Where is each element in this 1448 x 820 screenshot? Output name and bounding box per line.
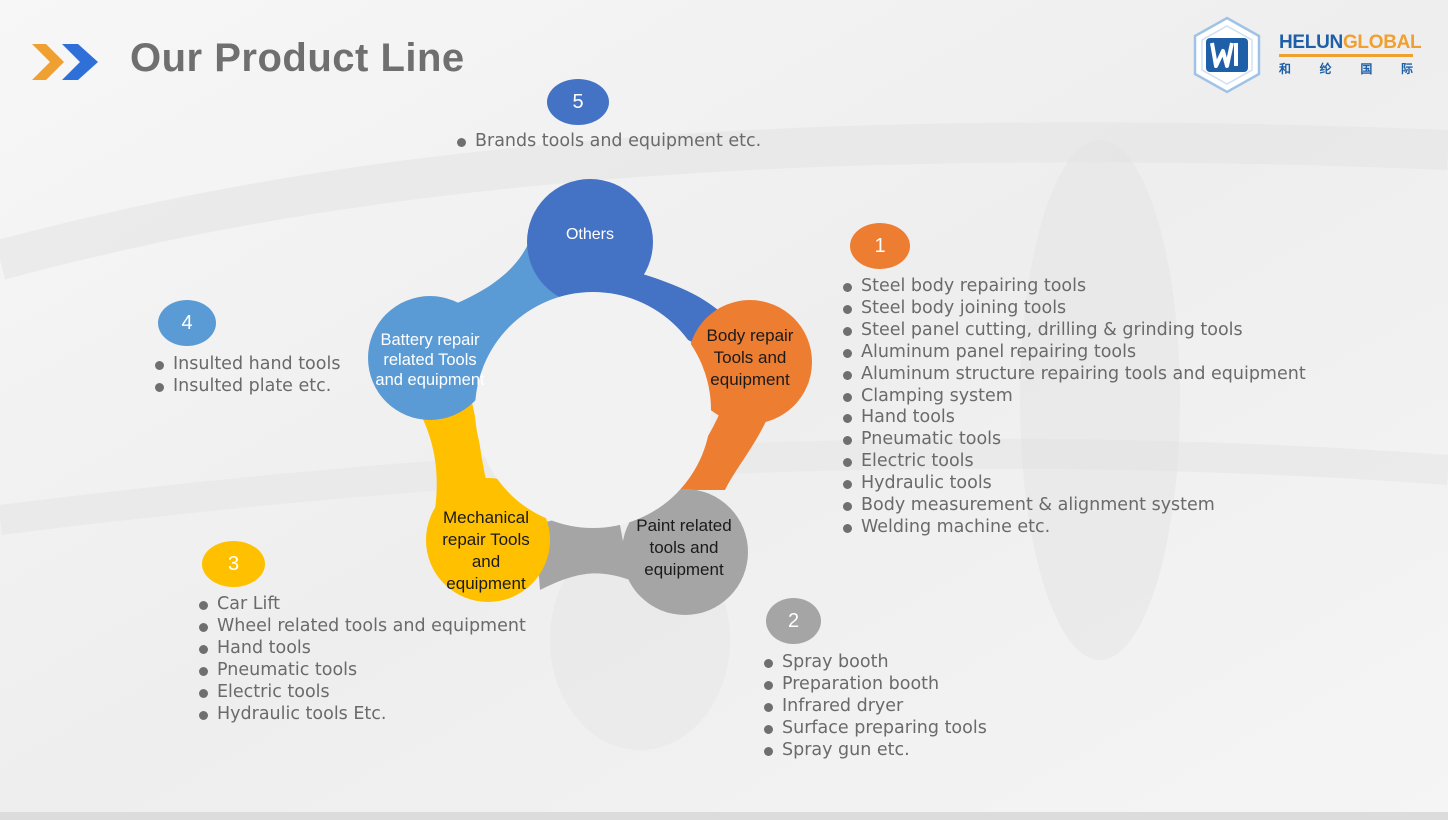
list-item: Hydraulic tools <box>841 473 1306 495</box>
list-item: Insulted hand tools <box>153 354 340 376</box>
brand-char: 国 <box>1360 62 1373 76</box>
list-item: Car Lift <box>197 594 526 616</box>
brand-logo: HELUNGLOBAL 和 纶 国 际 <box>1192 16 1422 96</box>
list-item: Preparation booth <box>762 674 987 696</box>
list-item: Hand tools <box>841 407 1306 429</box>
list-item: Wheel related tools and equipment <box>197 616 526 638</box>
brand-name-part1: HELUN <box>1279 32 1343 53</box>
list-item: Brands tools and equipment etc. <box>455 131 761 153</box>
list-item: Surface preparing tools <box>762 718 987 740</box>
list-item: Steel panel cutting, drilling & grinding… <box>841 320 1306 342</box>
diagram-center-hole <box>475 292 711 528</box>
list-paint: Spray booth Preparation booth Infrared d… <box>762 652 987 762</box>
list-item: Hand tools <box>197 638 526 660</box>
list-item: Aluminum panel repairing tools <box>841 342 1306 364</box>
list-mechanical: Car Lift Wheel related tools and equipme… <box>197 594 526 725</box>
list-others: Brands tools and equipment etc. <box>455 131 761 153</box>
list-item: Electric tools <box>841 451 1306 473</box>
list-item: Pneumatic tools <box>841 429 1306 451</box>
segment-mechanical-circle[interactable] <box>426 478 550 602</box>
badge-number-1: 1 <box>850 223 910 269</box>
list-item: Body measurement & alignment system <box>841 495 1306 517</box>
list-battery: Insulted hand tools Insulted plate etc. <box>153 354 340 398</box>
brand-chinese-name: 和 纶 国 际 <box>1279 60 1413 77</box>
segment-body-repair-circle[interactable] <box>688 300 812 424</box>
list-item: Hydraulic tools Etc. <box>197 704 526 726</box>
list-item: Electric tools <box>197 682 526 704</box>
hexagon-logo-icon <box>1193 16 1261 94</box>
badge-number-3: 3 <box>202 541 265 587</box>
list-body-repair: Steel body repairing tools Steel body jo… <box>841 276 1306 539</box>
list-item: Steel body joining tools <box>841 298 1306 320</box>
list-item: Steel body repairing tools <box>841 276 1306 298</box>
segment-label-battery: Battery repair related Tools and equipme… <box>375 331 485 389</box>
segment-others-circle[interactable] <box>527 179 653 305</box>
list-item: Welding machine etc. <box>841 517 1306 539</box>
segment-battery-circle[interactable] <box>368 296 492 420</box>
list-item: Spray booth <box>762 652 987 674</box>
brand-char: 际 <box>1400 62 1413 76</box>
brand-char: 和 <box>1279 62 1292 76</box>
list-item: Aluminum structure repairing tools and e… <box>841 364 1306 386</box>
list-item: Insulted plate etc. <box>153 376 340 398</box>
brand-underline <box>1279 54 1413 57</box>
list-item: Clamping system <box>841 386 1306 408</box>
segment-label-others: Others <box>565 226 614 243</box>
badge-number-2: 2 <box>766 598 821 644</box>
brand-name-part2: GLOBAL <box>1342 32 1422 53</box>
brand-name: HELUNGLOBAL <box>1279 32 1422 54</box>
chevron-right-icon <box>32 44 98 80</box>
badge-number-5: 5 <box>547 79 609 125</box>
brand-char: 纶 <box>1319 62 1332 76</box>
page-title: Our Product Line <box>130 36 465 80</box>
list-item: Pneumatic tools <box>197 660 526 682</box>
product-line-cycle-diagram <box>368 179 812 615</box>
segment-label-paint: Paint related tools and equipment <box>636 516 732 579</box>
badge-number-4: 4 <box>158 300 216 346</box>
list-item: Infrared dryer <box>762 696 987 718</box>
segment-label-body-repair: Body repair Tools and equipment <box>706 326 794 389</box>
segment-paint-circle[interactable] <box>622 489 748 615</box>
list-item: Spray gun etc. <box>762 740 987 762</box>
segment-label-mechanical: Mechanical repair Tools and equipment <box>442 508 530 593</box>
connector-paint-mech <box>535 517 630 590</box>
